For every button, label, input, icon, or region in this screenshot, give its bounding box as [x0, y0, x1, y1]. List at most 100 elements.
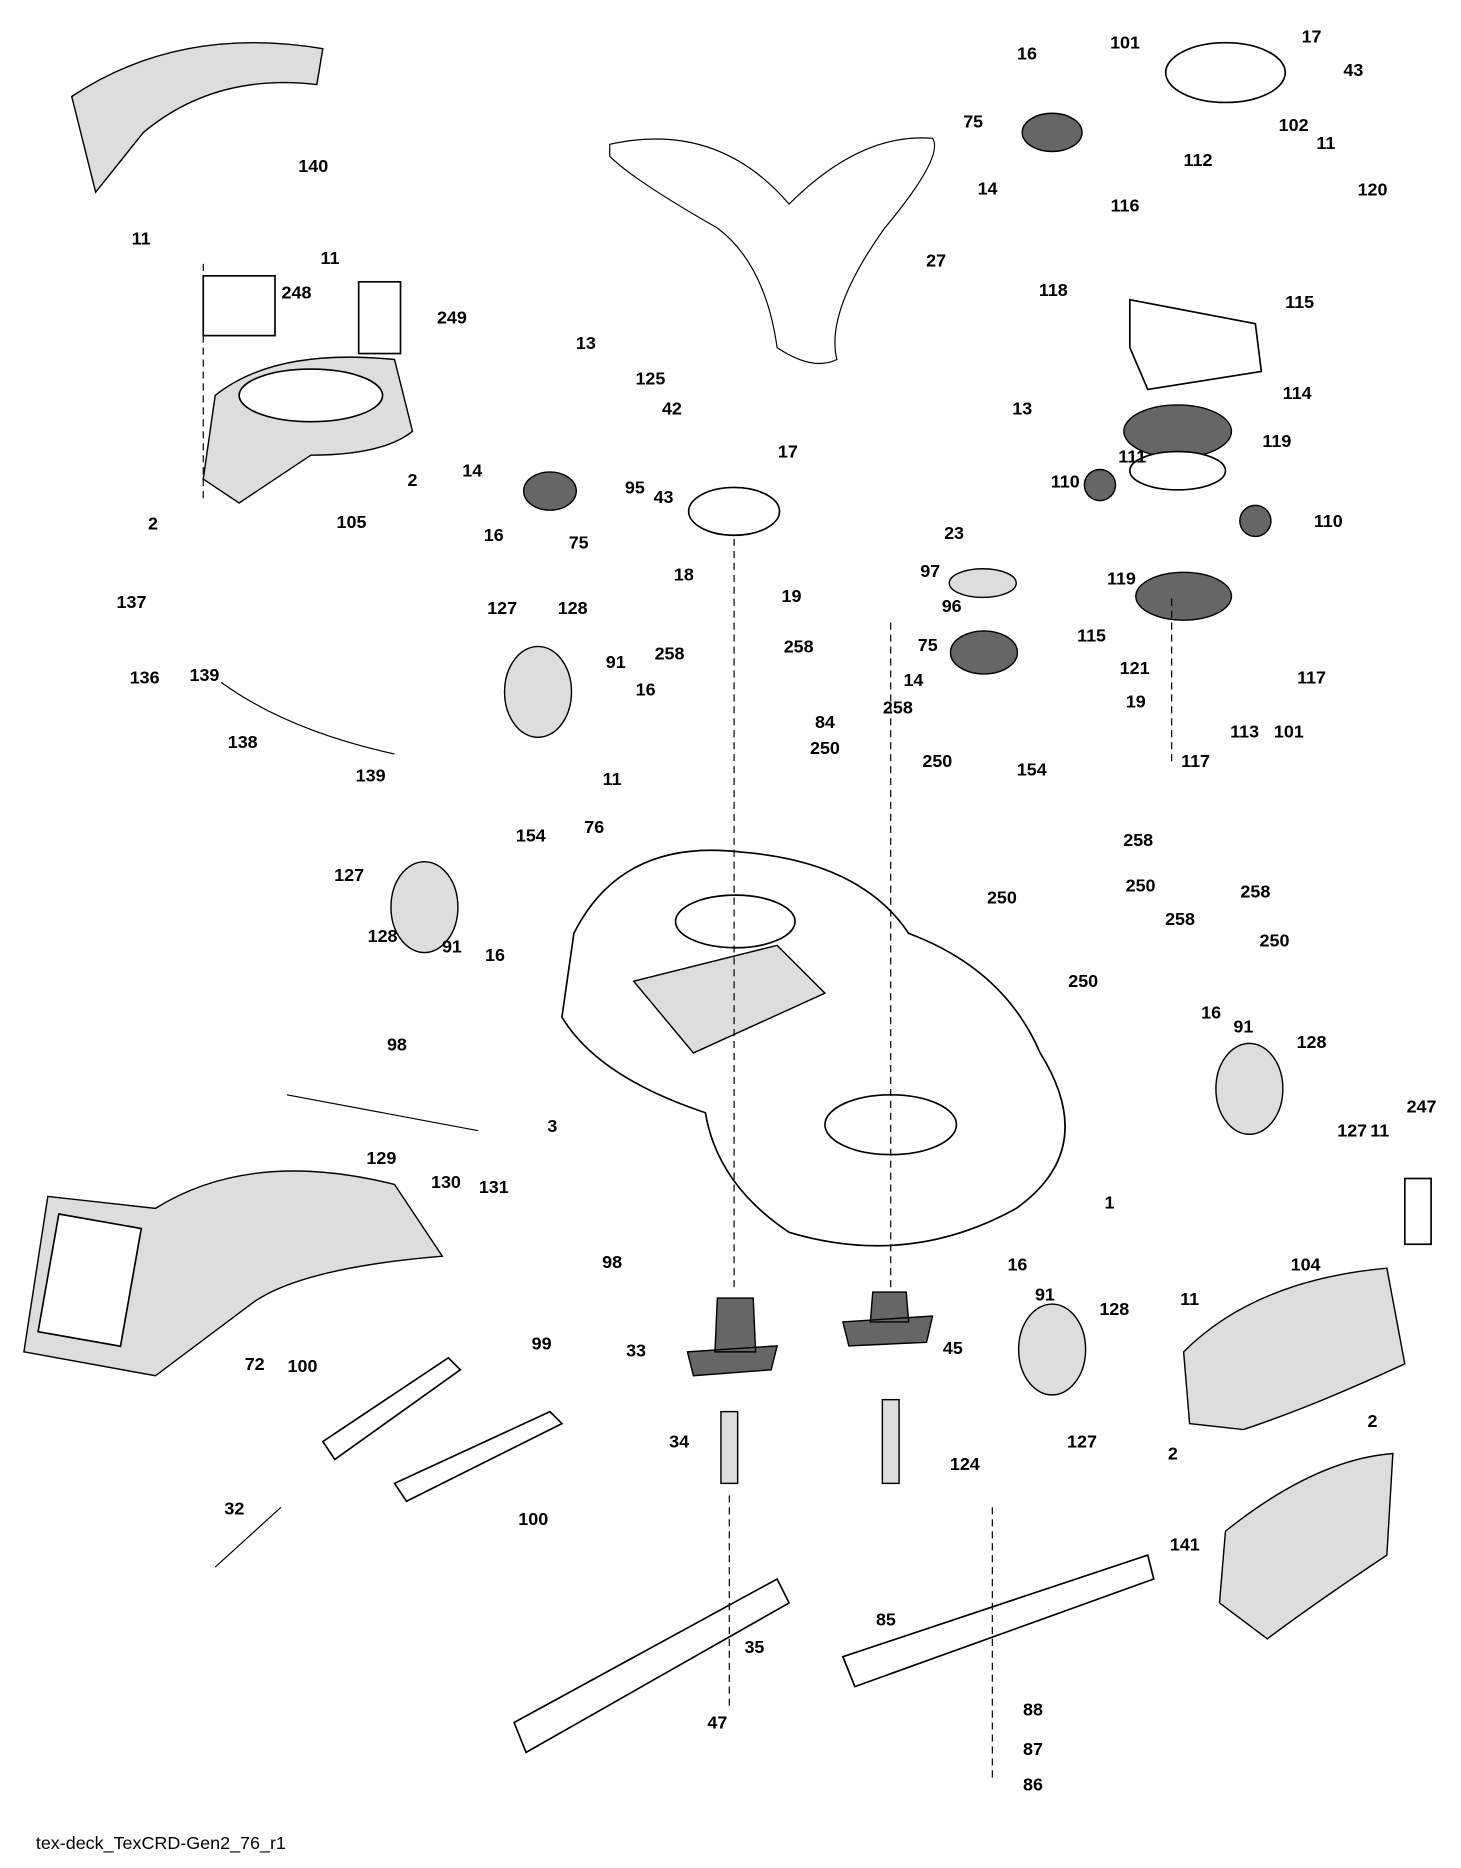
- callout-23: 23: [944, 523, 964, 543]
- cover-104: [1182, 1267, 1406, 1431]
- wheel-128-c: [1215, 1042, 1284, 1135]
- shaft-34: [720, 1410, 739, 1485]
- callout-127: 127: [1067, 1432, 1097, 1452]
- belt-27: [609, 137, 936, 365]
- spindle-opening-left: [674, 894, 796, 949]
- callout-104: 104: [1291, 1255, 1321, 1275]
- callout-111: 111: [1118, 446, 1146, 466]
- callout-120: 120: [1358, 180, 1388, 200]
- callout-3: 3: [547, 1116, 557, 1136]
- callout-91: 91: [1233, 1017, 1253, 1037]
- callout-136: 136: [130, 668, 160, 688]
- arm-99-b: [393, 1410, 564, 1503]
- callout-115: 115: [1285, 292, 1314, 312]
- callout-98: 98: [387, 1035, 407, 1055]
- pulley-43: [687, 486, 781, 537]
- callout-2: 2: [1168, 1443, 1178, 1463]
- chute-opening: [37, 1213, 143, 1348]
- callout-98: 98: [602, 1252, 622, 1272]
- idler-75-left: [522, 471, 577, 511]
- callout-112: 112: [1184, 150, 1213, 170]
- callout-75: 75: [918, 635, 938, 655]
- callout-87: 87: [1023, 1739, 1043, 1759]
- callout-11: 11: [132, 229, 151, 249]
- callout-35: 35: [744, 1637, 764, 1657]
- mower-deck-1: [561, 849, 1066, 1247]
- callout-128: 128: [558, 598, 588, 618]
- plate-118: [1128, 298, 1263, 391]
- blade-35: [513, 1577, 791, 1754]
- callout-127: 127: [487, 598, 517, 618]
- callout-72: 72: [245, 1354, 265, 1374]
- callout-34: 34: [669, 1432, 689, 1452]
- callout-2: 2: [1368, 1411, 1378, 1431]
- callout-250: 250: [987, 888, 1017, 908]
- callout-100: 100: [518, 1509, 548, 1529]
- callout-14: 14: [903, 670, 923, 690]
- callout-14: 14: [978, 179, 998, 199]
- callout-91: 91: [1035, 1284, 1055, 1304]
- callout-154: 154: [516, 825, 546, 845]
- gear-119-bottom: [1135, 571, 1233, 621]
- callout-42: 42: [662, 399, 682, 419]
- callout-105: 105: [337, 512, 367, 532]
- spring-32: [214, 1506, 282, 1568]
- callout-97: 97: [920, 561, 940, 581]
- gasket-111: [1128, 450, 1227, 491]
- callout-86: 86: [1023, 1775, 1043, 1795]
- callout-131: 131: [479, 1177, 509, 1197]
- callout-16: 16: [1007, 1255, 1027, 1275]
- rod-129: [286, 1094, 479, 1132]
- callout-137: 137: [117, 592, 147, 612]
- callout-250: 250: [810, 738, 840, 758]
- callout-258: 258: [1240, 882, 1270, 902]
- callout-32: 32: [224, 1498, 244, 1518]
- callout-11: 11: [321, 248, 340, 268]
- callout-33: 33: [626, 1341, 646, 1361]
- shield-140: [70, 41, 324, 194]
- callout-121: 121: [1120, 658, 1150, 678]
- callout-250: 250: [1068, 971, 1098, 991]
- spindle-housing-45: [841, 1291, 934, 1347]
- callout-113: 113: [1230, 721, 1259, 741]
- shaft-124: [881, 1398, 900, 1485]
- callout-101: 101: [1274, 721, 1304, 741]
- wheel-128-a: [503, 645, 573, 739]
- callout-2: 2: [148, 513, 158, 533]
- callout-141: 141: [1170, 1534, 1200, 1554]
- shield-141: [1218, 1452, 1394, 1640]
- callout-117: 117: [1181, 751, 1210, 771]
- pulley-97: [948, 568, 1017, 599]
- callout-258: 258: [784, 636, 814, 656]
- callout-16: 16: [484, 525, 504, 545]
- callout-85: 85: [876, 1610, 896, 1630]
- callout-139: 139: [356, 766, 386, 786]
- pulley-43-top: [1164, 41, 1287, 104]
- callout-13: 13: [576, 333, 596, 353]
- callout-258: 258: [655, 644, 685, 664]
- callout-258: 258: [883, 697, 913, 717]
- callout-84: 84: [815, 712, 835, 732]
- callout-2: 2: [407, 470, 417, 490]
- callout-76: 76: [584, 817, 604, 837]
- callout-124: 124: [950, 1454, 980, 1474]
- callout-75: 75: [963, 112, 983, 132]
- callout-19: 19: [1126, 691, 1146, 711]
- idler-75-top: [1021, 112, 1083, 153]
- callout-16: 16: [1017, 43, 1037, 63]
- callout-45: 45: [943, 1338, 963, 1358]
- callout-17: 17: [1302, 27, 1322, 47]
- wheel-128-d: [1017, 1303, 1087, 1396]
- callout-11: 11: [603, 769, 622, 789]
- callout-119: 119: [1107, 568, 1136, 588]
- callout-96: 96: [942, 596, 962, 616]
- callout-118: 118: [1039, 280, 1068, 300]
- callout-91: 91: [442, 937, 462, 957]
- callout-1: 1: [1105, 1192, 1115, 1212]
- arm-99-a: [321, 1356, 462, 1461]
- callout-110: 110: [1051, 471, 1080, 491]
- callout-128: 128: [1297, 1032, 1327, 1052]
- callout-154: 154: [1017, 760, 1047, 780]
- callout-140: 140: [298, 156, 328, 176]
